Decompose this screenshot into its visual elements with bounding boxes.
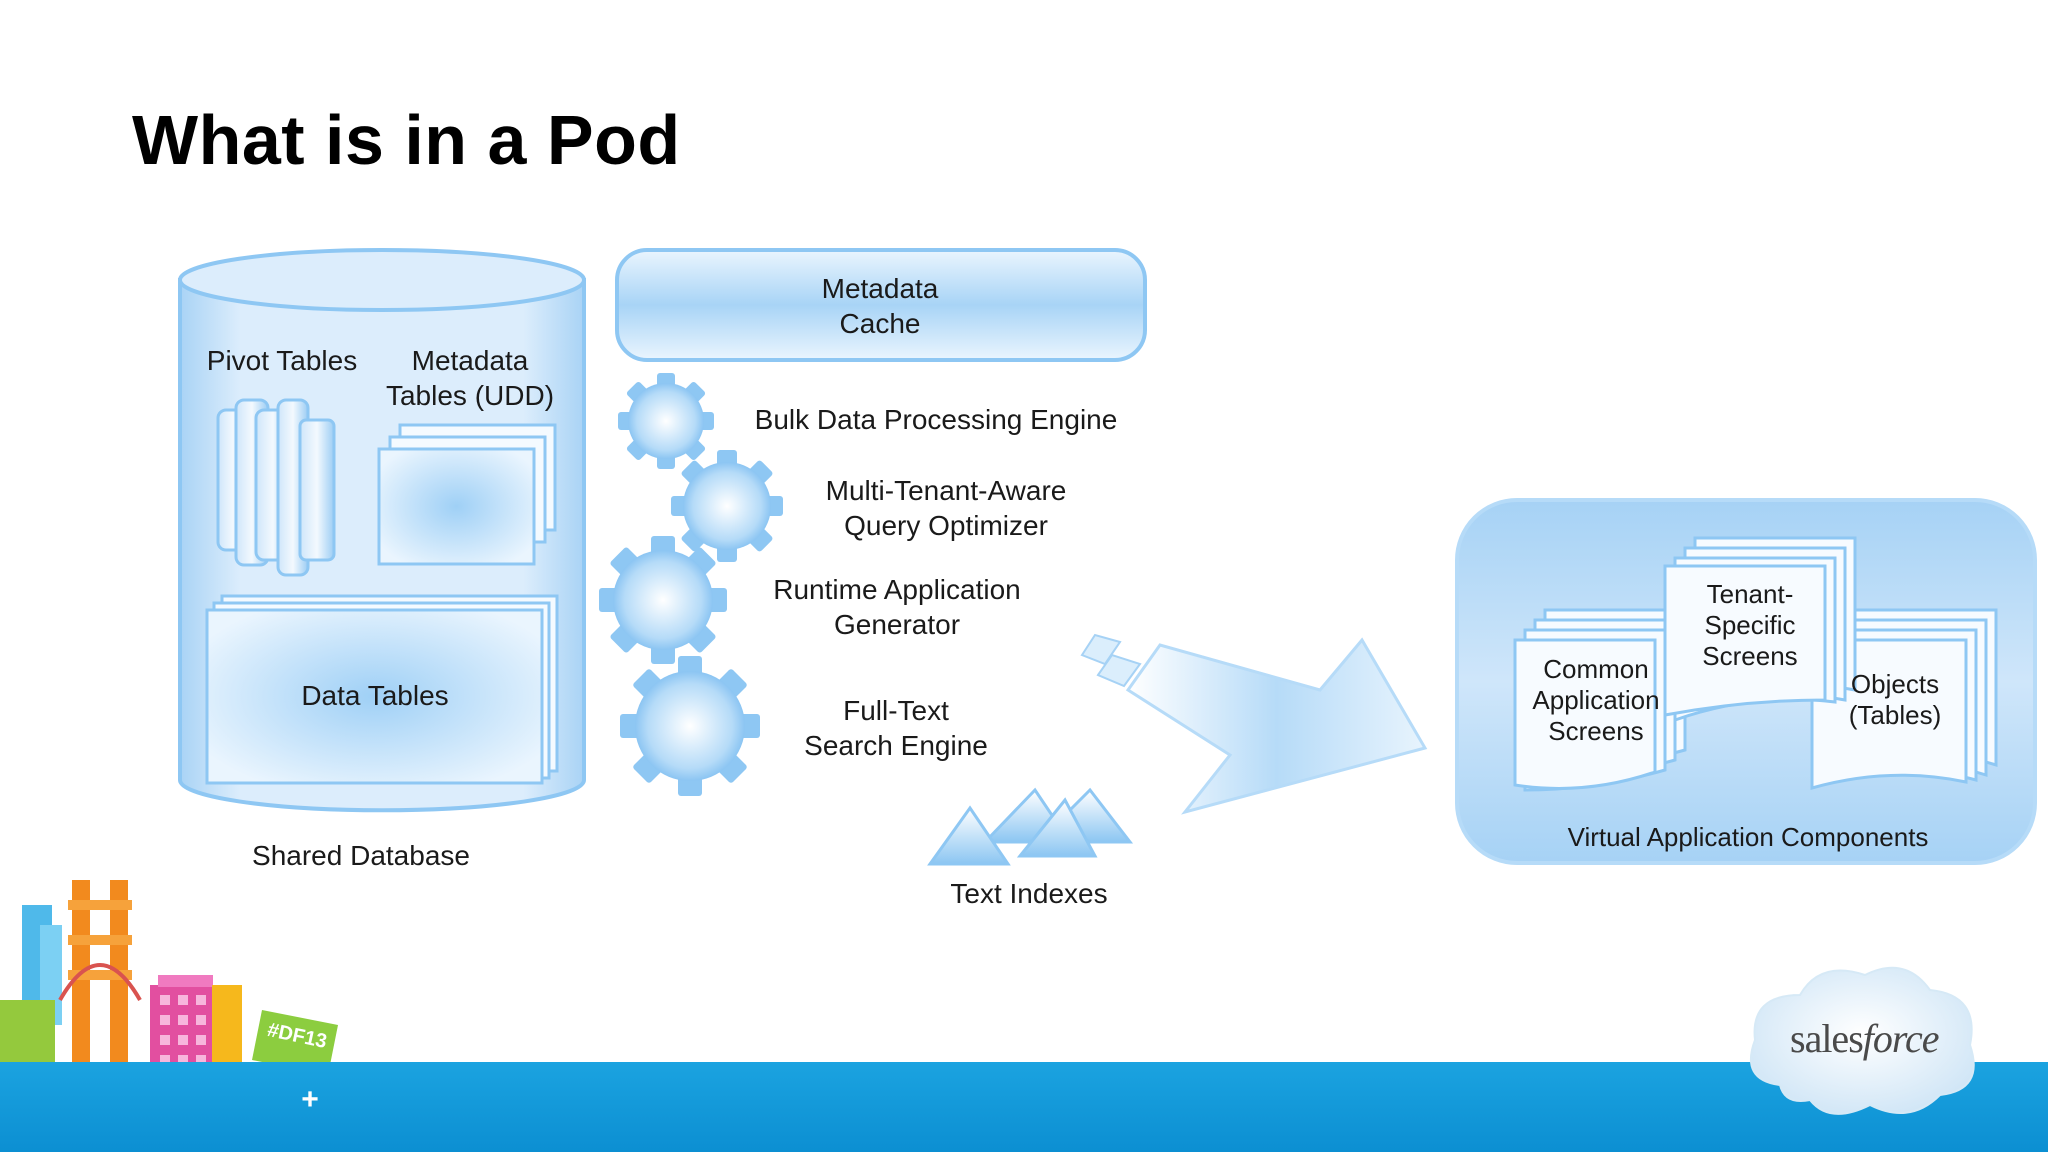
footer-band (0, 1062, 2048, 1152)
metadata-tables-label-line1: Metadata (411, 345, 529, 376)
gear-icon-optimizer (671, 450, 783, 562)
data-tables-label: Data Tables (301, 680, 449, 711)
common-screens-label-line1: Common (1543, 654, 1649, 684)
runtime-generator-label-line2: Generator (833, 609, 961, 640)
flow-arrow-icon (1080, 633, 1428, 815)
query-optimizer-label-line2: Query Optimizer (844, 510, 1048, 541)
objects-label-line2: (Tables) (1848, 700, 1942, 730)
virtual-components-caption: Virtual Application Components (1567, 822, 1929, 852)
gear-icon-bulk (618, 373, 714, 469)
plus-icon: + (301, 1083, 319, 1116)
pivot-tables-icon (216, 398, 336, 577)
data-tables-icon (205, 594, 559, 785)
bulk-engine-label: Bulk Data Processing Engine (754, 404, 1118, 435)
pivot-tables-label: Pivot Tables (206, 345, 358, 376)
objects-label-line1: Objects (1850, 669, 1940, 699)
metadata-tables-label-line2: Tables (UDD) (385, 380, 555, 411)
gear-icon-search (620, 656, 760, 796)
salesforce-logo-text: salesforce (1790, 1016, 1939, 1061)
metadata-cache-label-line1: Metadata (821, 273, 939, 304)
common-screens-label-line3: Screens (1548, 716, 1644, 746)
runtime-generator-label-line1: Runtime Application (773, 574, 1021, 605)
metadata-cache-label-line2: Cache (839, 308, 921, 339)
text-indexes-label: Text Indexes (950, 878, 1108, 909)
tenant-screens-label-line1: Tenant- (1706, 579, 1794, 609)
shared-database-caption: Shared Database (252, 840, 470, 871)
tenant-screens-label-line2: Specific (1704, 610, 1796, 640)
gear-icon-runtime (599, 536, 727, 664)
search-engine-label-line1: Full-Text (843, 695, 949, 726)
common-screens-label-line2: Application (1532, 685, 1660, 715)
tenant-screens-label-line3: Screens (1702, 641, 1798, 671)
query-optimizer-label-line1: Multi-Tenant-Aware (825, 475, 1067, 506)
metadata-tables-icon (377, 423, 557, 566)
salesforce-cloud-logo (1750, 966, 1975, 1115)
search-engine-label-line2: Search Engine (804, 730, 988, 761)
tenant-screens-icon (1663, 536, 1857, 723)
metadata-cache-box (615, 248, 1147, 362)
text-indexes-icon (927, 787, 1134, 866)
slide-title: What is in a Pod (132, 101, 681, 179)
objects-tables-icon (1810, 608, 1998, 790)
common-screens-icon (1513, 608, 1687, 792)
